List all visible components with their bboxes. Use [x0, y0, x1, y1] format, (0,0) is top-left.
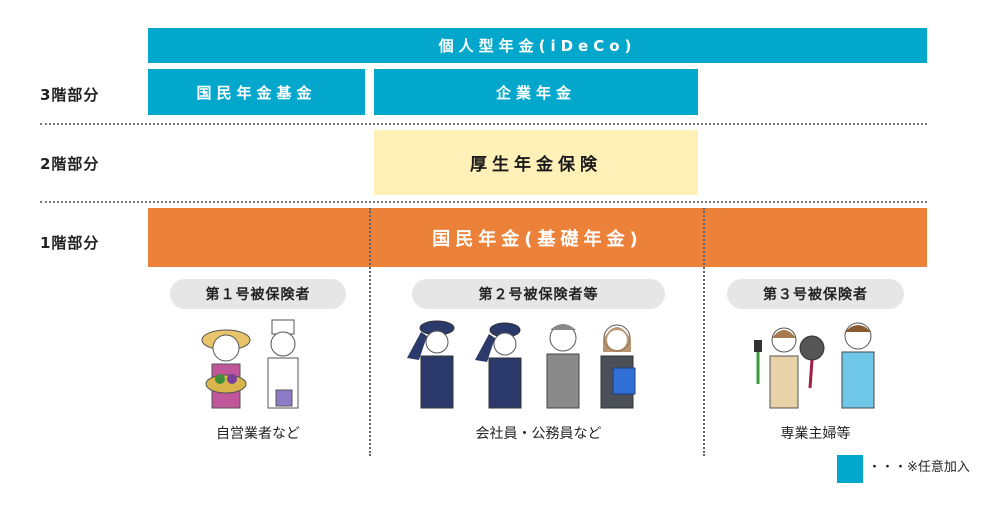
businessman-icon — [546, 324, 580, 409]
husband-icon — [841, 322, 875, 409]
group-2-title: 第２号被保険者等 — [412, 279, 665, 309]
column-divider-1 — [369, 208, 371, 456]
national-pension-fund-box: 国民年金基金 — [148, 69, 365, 115]
employees-pension-box: 厚生年金保険 — [374, 130, 698, 195]
farmer-icon — [201, 329, 251, 409]
national-pension-label: 国民年金(基礎年金) — [432, 228, 643, 250]
group-2-title-text: 第２号被保険者等 — [478, 287, 599, 303]
corporate-pension-box: 企業年金 — [374, 69, 698, 115]
corporate-pension-label: 企業年金 — [495, 83, 576, 102]
group-2-figures — [405, 318, 639, 410]
group-3-figures — [752, 318, 880, 410]
floor-1-label: 1階部分 — [40, 234, 100, 252]
chef-icon — [267, 319, 299, 409]
group-1-title: 第１号被保険者 — [170, 279, 346, 309]
ideco-box: 個人型年金(iDeCo) — [148, 28, 927, 63]
group-1-title-text: 第１号被保険者 — [205, 287, 311, 303]
group-1-caption: 自営業者など — [216, 426, 300, 442]
police-officer-icon — [475, 322, 522, 409]
group-3-title-text: 第３号被保険者 — [763, 287, 868, 303]
national-pension-fund-label: 国民年金基金 — [196, 83, 317, 102]
police-officer-icon — [407, 320, 455, 409]
floor-2-label: 2階部分 — [40, 155, 100, 173]
office-worker-icon — [600, 324, 636, 409]
employees-pension-label: 厚生年金保険 — [470, 155, 602, 175]
floor-3-label: 3階部分 — [40, 86, 100, 104]
legend-text: ・・・※任意加入 — [868, 460, 970, 475]
column-divider-2 — [703, 208, 705, 456]
group-1-figures — [200, 318, 302, 410]
group-2-caption: 会社員・公務員など — [475, 426, 602, 442]
ideco-label: 個人型年金(iDeCo) — [438, 37, 637, 55]
homemaker-icon — [754, 327, 825, 409]
group-3-caption: 専業主婦等 — [780, 426, 851, 442]
divider-2-1 — [40, 201, 927, 203]
divider-3-2 — [40, 123, 927, 125]
national-pension-box: 国民年金(基礎年金) — [148, 208, 927, 267]
group-3-title: 第３号被保険者 — [727, 279, 904, 309]
legend-swatch — [837, 455, 863, 483]
